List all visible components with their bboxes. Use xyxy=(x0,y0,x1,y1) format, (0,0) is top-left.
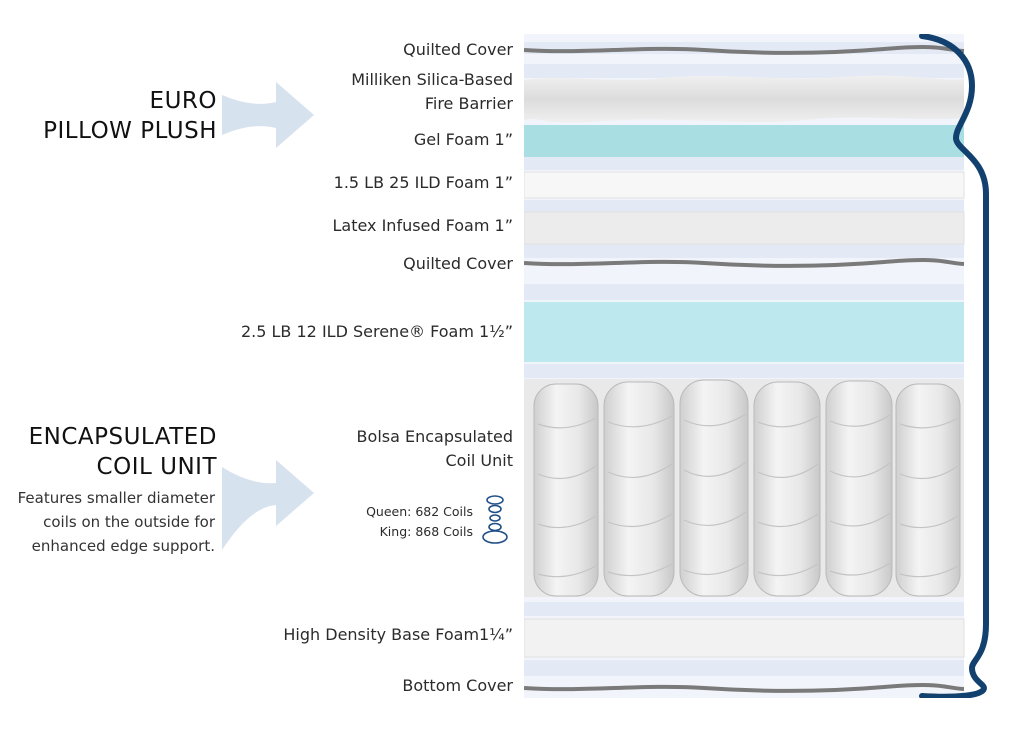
layer-label-base-foam: High Density Base Foam1¼” xyxy=(283,625,513,644)
encapsulated-coil-unit-title: ENCAPSULATED COIL UNIT xyxy=(28,424,217,480)
layer-label-serene-foam: 2.5 LB 12 ILD Serene® Foam 1½” xyxy=(240,322,513,341)
layer-label-quilted-cover-top: Quilted Cover xyxy=(403,40,513,59)
coil-unit-description: Features smaller diameter coils on the o… xyxy=(17,489,215,555)
spring-coil-icon xyxy=(482,495,508,544)
layer-label-coil-unit: Bolsa Encapsulated Coil Unit xyxy=(356,427,513,470)
right-arrow-icon xyxy=(222,82,314,148)
layer-label-quilted-cover-middle: Quilted Cover xyxy=(403,254,513,273)
mattress-cross-section xyxy=(524,34,989,698)
layer-label-foam-1-5lb: 1.5 LB 25 ILD Foam 1” xyxy=(333,173,513,192)
layer-label-latex-infused-foam: Latex Infused Foam 1” xyxy=(332,216,513,235)
layer-label-bottom-cover: Bottom Cover xyxy=(402,676,513,695)
mattress-layers-illustration xyxy=(524,34,989,698)
right-arrow-icon xyxy=(222,460,314,550)
layer-label-fire-barrier: Milliken Silica-Based Fire Barrier xyxy=(351,70,513,113)
coil-count-info: Queen: 682 Coils King: 868 Coils xyxy=(366,504,473,539)
layer-label-gel-foam: Gel Foam 1” xyxy=(413,130,513,149)
euro-pillow-plush-title: EURO PILLOW PLUSH xyxy=(43,88,217,144)
